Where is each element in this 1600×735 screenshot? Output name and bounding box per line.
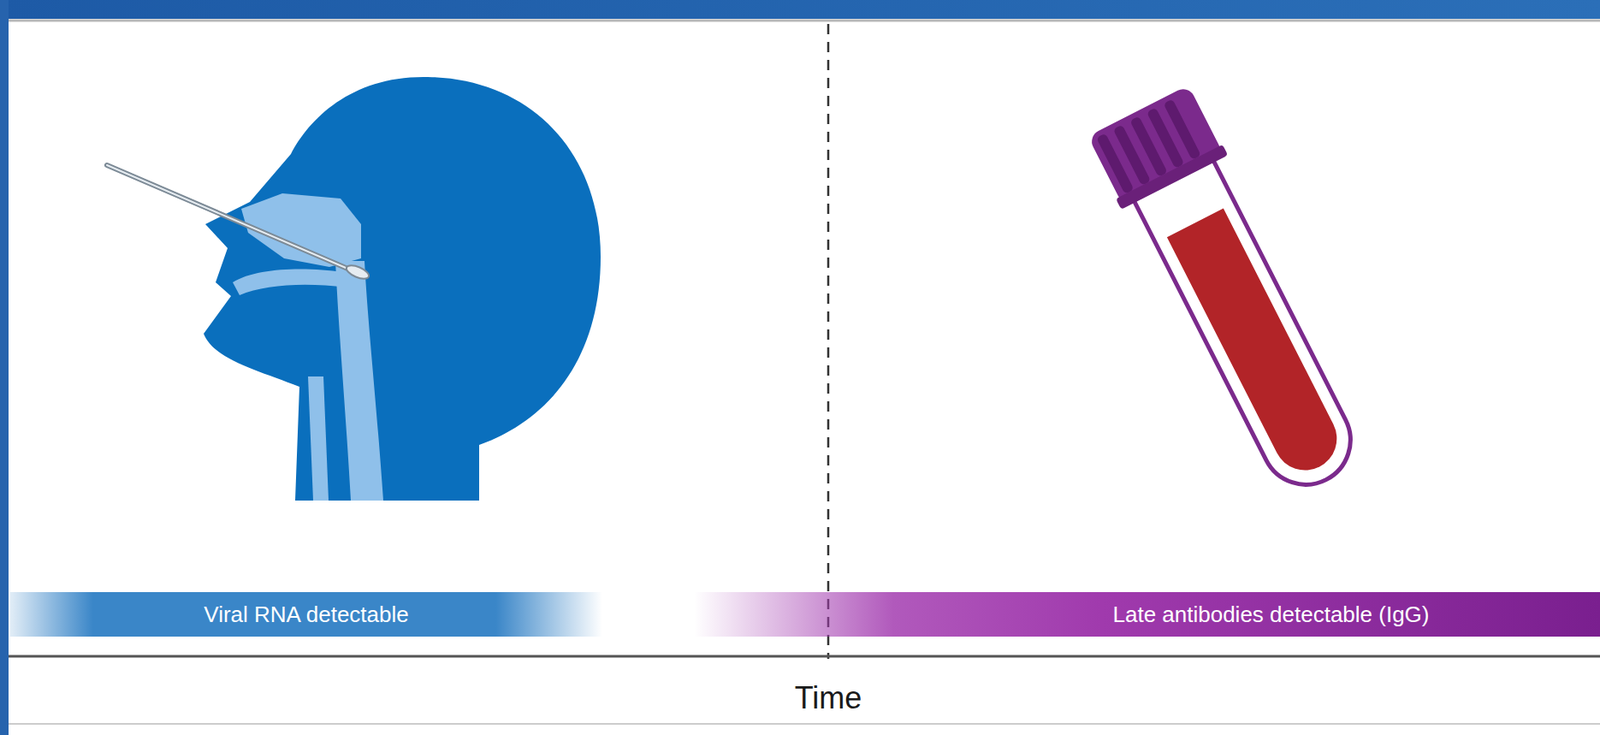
left-bar (0, 0, 9, 735)
detection-band: Viral RNA detectable (10, 592, 603, 637)
bottom-rule (8, 722, 1600, 725)
head-illustration (106, 77, 601, 501)
divider-line (827, 23, 830, 659)
axis-label: Time (794, 680, 863, 717)
band-label: Late antibodies detectable (IgG) (1112, 601, 1429, 629)
band-label: Viral RNA detectable (203, 601, 409, 629)
detection-band: Late antibodies detectable (IgG) (693, 592, 1600, 637)
top-bar (0, 0, 1600, 19)
blood-tube (1084, 83, 1380, 508)
top-rule (8, 19, 1600, 23)
time-axis (8, 655, 1600, 658)
